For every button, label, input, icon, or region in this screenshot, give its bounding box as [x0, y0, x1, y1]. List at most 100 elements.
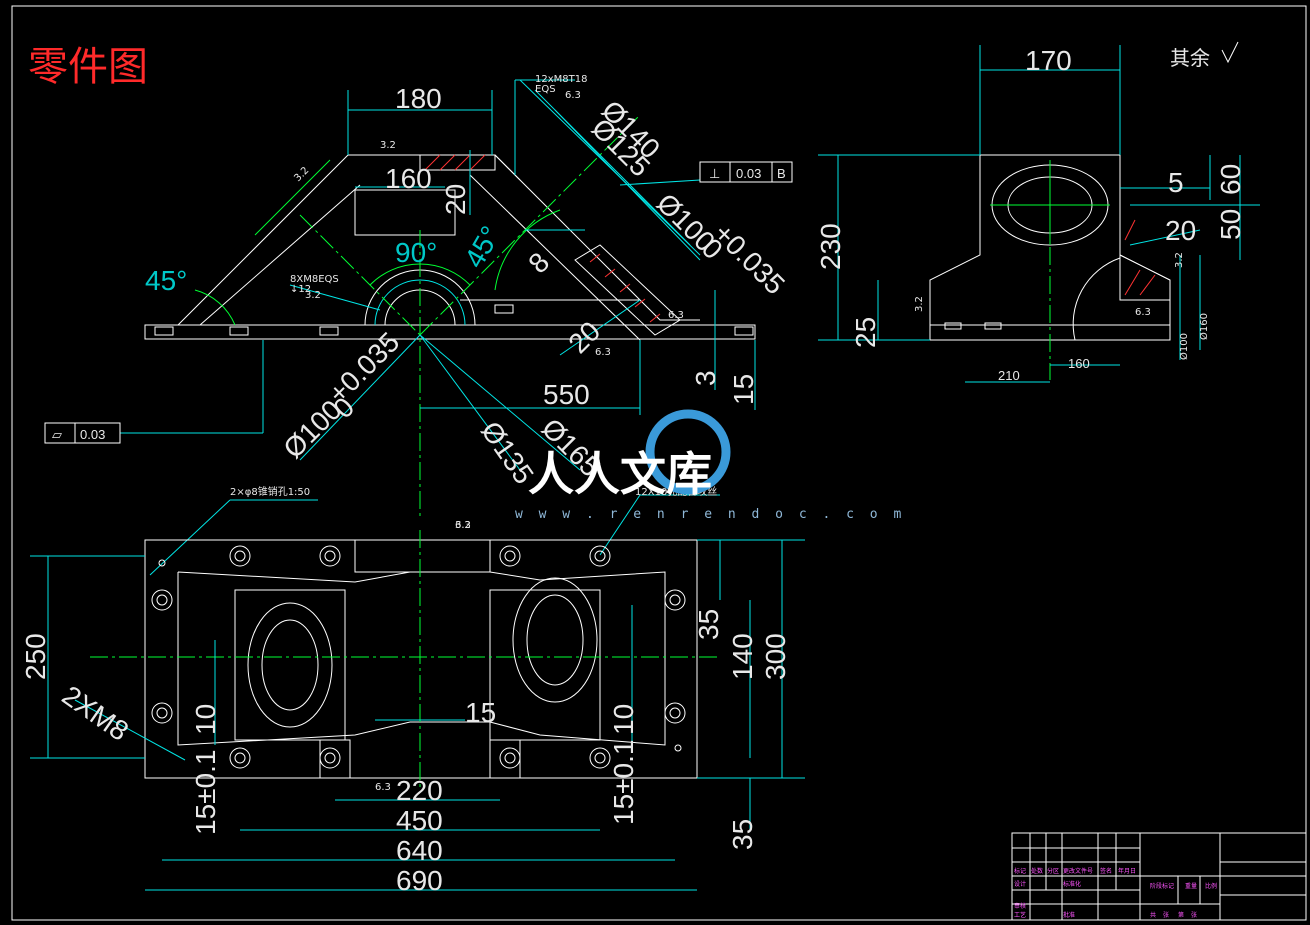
- svg-text:比例: 比例: [1205, 882, 1217, 890]
- roughness-symbol: [1221, 41, 1239, 64]
- svg-text:设计: 设计: [1014, 880, 1026, 888]
- note-holes-top: 12xM8T18: [535, 74, 587, 85]
- angle-90: 90°: [395, 237, 437, 268]
- note-holes-top-2: EQS: [535, 84, 556, 95]
- roughness-mark: 6.3: [595, 347, 611, 358]
- svg-text:w w w . r e n r e n d o c . c: w w w . r e n r e n d o c . c o m: [515, 507, 905, 522]
- plan-bore-right: [512, 577, 598, 703]
- base-hole-1: [154, 326, 174, 336]
- side-dim-20: 20: [1165, 215, 1196, 246]
- dim-20: 20: [440, 184, 471, 215]
- side-arc: [1072, 257, 1121, 341]
- plan-dim-220: 220: [396, 775, 443, 806]
- svg-text:审核: 审核: [1014, 902, 1026, 910]
- drawing-title: 零件图: [28, 44, 148, 90]
- svg-text:⊥: ⊥: [709, 166, 720, 181]
- svg-text:张: 张: [1191, 911, 1197, 919]
- front-hatch-top: [419, 154, 496, 171]
- roughness-mark: 3.2: [305, 290, 321, 301]
- side-roughness: 3.2: [914, 296, 925, 312]
- svg-text:年月日: 年月日: [1118, 867, 1136, 875]
- plan-dim-640: 640: [396, 835, 443, 866]
- side-dim-210: 210: [998, 368, 1020, 383]
- side-dim-5: 5: [1168, 167, 1184, 198]
- dim-line-d100-left: [299, 334, 421, 461]
- front-base-plate: [144, 324, 756, 340]
- plan-bore-left: [247, 602, 333, 728]
- roughness-mark: 6.3: [668, 310, 684, 321]
- dim-d100-top-tol: +0.035: [708, 217, 791, 300]
- front-angle-arc-45: [494, 209, 561, 291]
- base-hole-2: [229, 326, 249, 336]
- side-dim-d100: Ø100: [1178, 333, 1190, 360]
- front-center-diag-3: [254, 159, 331, 236]
- side-roughness: 6.3: [1135, 307, 1151, 318]
- side-dim-d160: Ø160: [1198, 313, 1210, 340]
- svg-text:处数: 处数: [1031, 867, 1043, 875]
- plan-roughness: 3.2: [455, 520, 471, 531]
- side-dim-160: 160: [1068, 356, 1090, 371]
- side-dim-60: 60: [1215, 164, 1246, 195]
- svg-text:批准: 批准: [1063, 911, 1075, 919]
- plan-thread-note: 2XM8: [57, 680, 135, 747]
- dim-160: 160: [385, 163, 432, 194]
- plan-pocket-right: [489, 589, 601, 741]
- note-holes-left: 8XM8EQS: [290, 274, 339, 285]
- svg-text:0.03: 0.03: [80, 427, 105, 442]
- side-roughness: 3.2: [1174, 252, 1185, 268]
- leader-pin: [149, 499, 231, 576]
- note-holes-left-2: ↓12: [290, 284, 311, 295]
- plan-dim-450: 450: [396, 805, 443, 836]
- plan-view: 250 35 140 300 10 15 10 220 450 640 690 …: [20, 485, 805, 896]
- plan-dim-300: 300: [760, 633, 791, 680]
- dim-180: 180: [395, 83, 442, 114]
- flatness-frame: ▱ 0.03: [44, 422, 121, 444]
- svg-text:张: 张: [1163, 911, 1169, 919]
- svg-text:重量: 重量: [1185, 882, 1197, 890]
- angle-45-left: 45°: [145, 265, 187, 296]
- dim-15: 15: [728, 374, 759, 405]
- base-hole-3: [319, 326, 339, 336]
- dim-550: 550: [543, 379, 590, 410]
- front-web-slot: [354, 189, 456, 236]
- side-view: 170 5 60 20 50 230 25 210 160 Ø100 Ø160 …: [815, 45, 1260, 383]
- dim-3: 3: [690, 370, 721, 386]
- side-hatch: [1119, 219, 1171, 301]
- perpendicularity-frame: ⊥ 0.03 B: [699, 161, 793, 183]
- plan-dim-35: 35: [693, 609, 724, 640]
- plan-dim-690: 690: [396, 865, 443, 896]
- plan-bore-left-inner: [261, 619, 319, 711]
- base-hole-5: [734, 326, 754, 336]
- angle-45-right: 45°: [458, 221, 506, 273]
- svg-text:共: 共: [1150, 911, 1156, 919]
- plan-tol-left: 15±0.1: [190, 750, 221, 835]
- side-hole: [984, 322, 1002, 330]
- svg-text:标记: 标记: [1014, 867, 1026, 875]
- dim-8: 8: [522, 246, 555, 279]
- plan-dim-10-left: 10: [190, 704, 221, 735]
- svg-text:B: B: [777, 166, 786, 181]
- front-angle-arc-45-left: [194, 289, 236, 326]
- front-bore: [374, 279, 466, 326]
- plan-pocket-left: [234, 589, 346, 741]
- plan-bore-right-inner: [526, 594, 584, 686]
- svg-text:签名: 签名: [1100, 867, 1112, 875]
- side-hole: [944, 322, 962, 330]
- roughness-mark: 6.3: [565, 90, 581, 101]
- plan-dim-15: 15: [465, 697, 496, 728]
- plan-bolt-holes: [151, 545, 686, 769]
- svg-text:更改文件号: 更改文件号: [1063, 867, 1093, 875]
- roughness-note: 其余: [1170, 46, 1210, 70]
- side-dim-50: 50: [1215, 209, 1246, 240]
- svg-text:人人文库: 人人文库: [528, 447, 712, 501]
- svg-text:0.03: 0.03: [736, 166, 761, 181]
- side-dim-230: 230: [815, 223, 846, 270]
- front-top-flange: [348, 154, 521, 181]
- svg-text:阶段标记: 阶段标记: [1150, 882, 1174, 890]
- svg-text:标准化: 标准化: [1063, 880, 1081, 888]
- plan-roughness: 6.3: [375, 782, 391, 793]
- front-hatch-arm: [574, 244, 681, 336]
- plan-tol-right: 15±0.1: [608, 740, 639, 825]
- base-hole-4: [494, 304, 514, 314]
